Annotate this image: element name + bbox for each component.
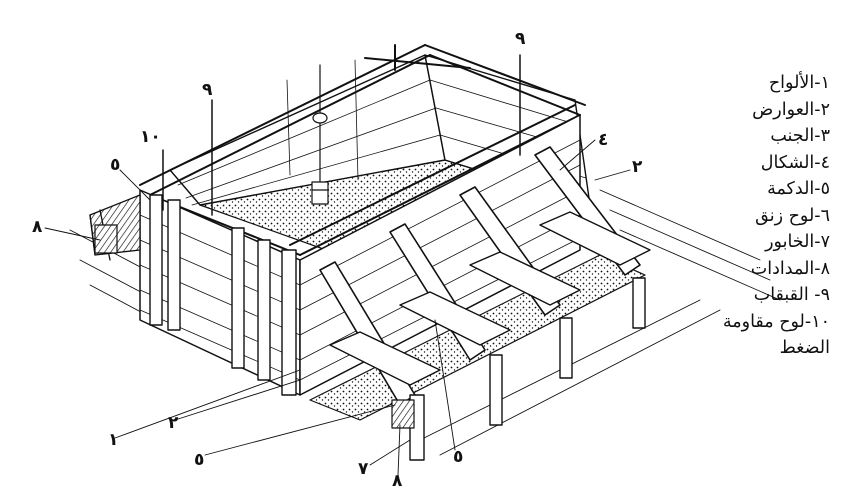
legend-item-6: ٦-لوح زنق [755,205,830,226]
callout-9-top: ٩ [515,29,526,49]
legend-item-2: ٢-العوارض [752,99,830,120]
right-wall-planks [299,139,581,381]
callout-2-bottom: ٢ [168,413,179,433]
callout-8-bottom: ٨ [392,471,403,491]
cleats [162,54,521,216]
callout-8-left: ٨ [32,217,43,237]
top-frame [139,44,586,256]
leader-lines [44,139,631,476]
legend-item-8: ٨-المدادات [750,258,830,279]
left-wall-posts [149,194,297,396]
callout-4: ٤ [598,130,608,150]
shore-braces [329,211,651,386]
callout-1: ١ [108,430,118,450]
callout-5-center: ٥ [453,447,463,467]
legend-item-9: ٩- القبقاب [753,285,830,305]
legend-item-4: ٤-الشكال [760,152,830,173]
left-wall-planks [139,214,301,381]
legend-item-7: ٧-الخابور [765,232,830,252]
ground-lines [69,189,781,456]
end-blocks [94,224,415,429]
callout-2-right: ٢ [632,157,643,177]
callout-7: ٧ [358,459,369,479]
legend-item-3: ٣-الجنب [770,126,830,146]
plumb-bob [311,64,329,205]
callout-5-left: ٥ [110,155,120,175]
callout-9-left: ٩ [202,80,213,100]
callout-10: ١٠ [140,127,161,147]
legend-item-5: ٥-الدكمة [767,179,830,199]
legend-item-10: ١٠-لوح مقاومة الضغط [722,311,830,359]
callout-5-bottom: ٥ [194,450,204,470]
legend: ١-الألواح ٢-العوارض ٣-الجنب ٤-الشكال ٥-ا… [650,70,830,362]
legend-item-1: ١-الألواح [768,73,830,93]
